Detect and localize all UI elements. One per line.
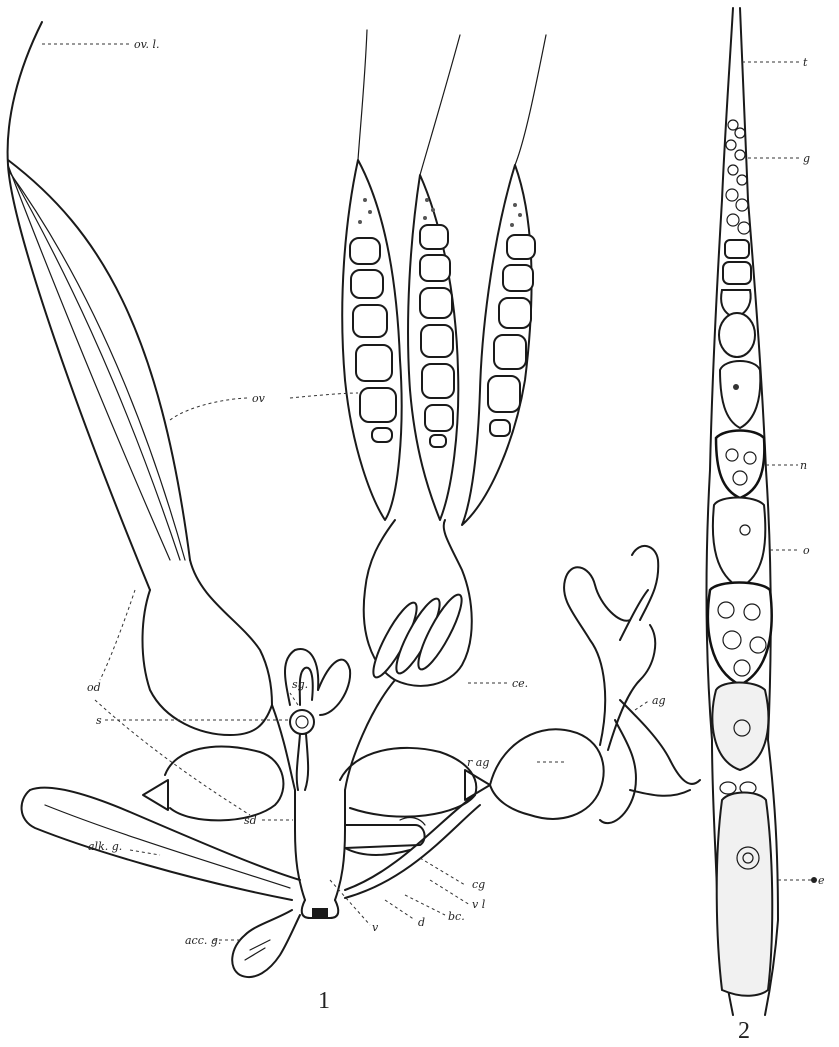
label-t: t — [803, 56, 808, 69]
label-o: o — [803, 544, 810, 557]
right-ovary — [342, 30, 546, 686]
spermatheca — [285, 649, 350, 790]
label-alkg: alk. g. — [88, 840, 122, 853]
label-sg: sg. — [292, 678, 308, 691]
label-od: od — [87, 681, 101, 694]
label-v: v — [372, 921, 379, 934]
label-e: e — [818, 874, 825, 887]
label-ag: ag — [652, 694, 666, 707]
label-bc: bc. — [448, 910, 465, 923]
label-s: s — [96, 714, 102, 727]
accessory-gland-bulb — [232, 910, 300, 977]
label-ovl: ov. l. — [134, 38, 160, 51]
figure-number-2: 2 — [738, 1018, 750, 1044]
oviduct-system — [143, 680, 490, 900]
label-accg: acc. g. — [185, 934, 221, 947]
label-rag: r ag — [467, 756, 489, 769]
figure-number-1: 1 — [318, 988, 330, 1014]
sting-base — [302, 900, 339, 918]
label-d: d — [418, 916, 425, 929]
alkaline-gland — [22, 788, 300, 900]
label-ce: ce. — [512, 677, 528, 690]
figure-1-drawing: ov. l. ov od s sd sg. ce. ag r ag alk. g… — [8, 22, 700, 1014]
label-g: g — [803, 152, 810, 165]
figure-2-drawing: t g n o e 2 — [706, 8, 825, 1044]
left-ovary — [8, 22, 272, 735]
germarium — [726, 120, 750, 234]
label-vl: v l — [472, 898, 486, 911]
label-sd: sd — [244, 814, 257, 827]
label-ov: ov — [252, 392, 266, 405]
label-cg: cg — [472, 878, 485, 891]
label-n: n — [800, 459, 807, 472]
